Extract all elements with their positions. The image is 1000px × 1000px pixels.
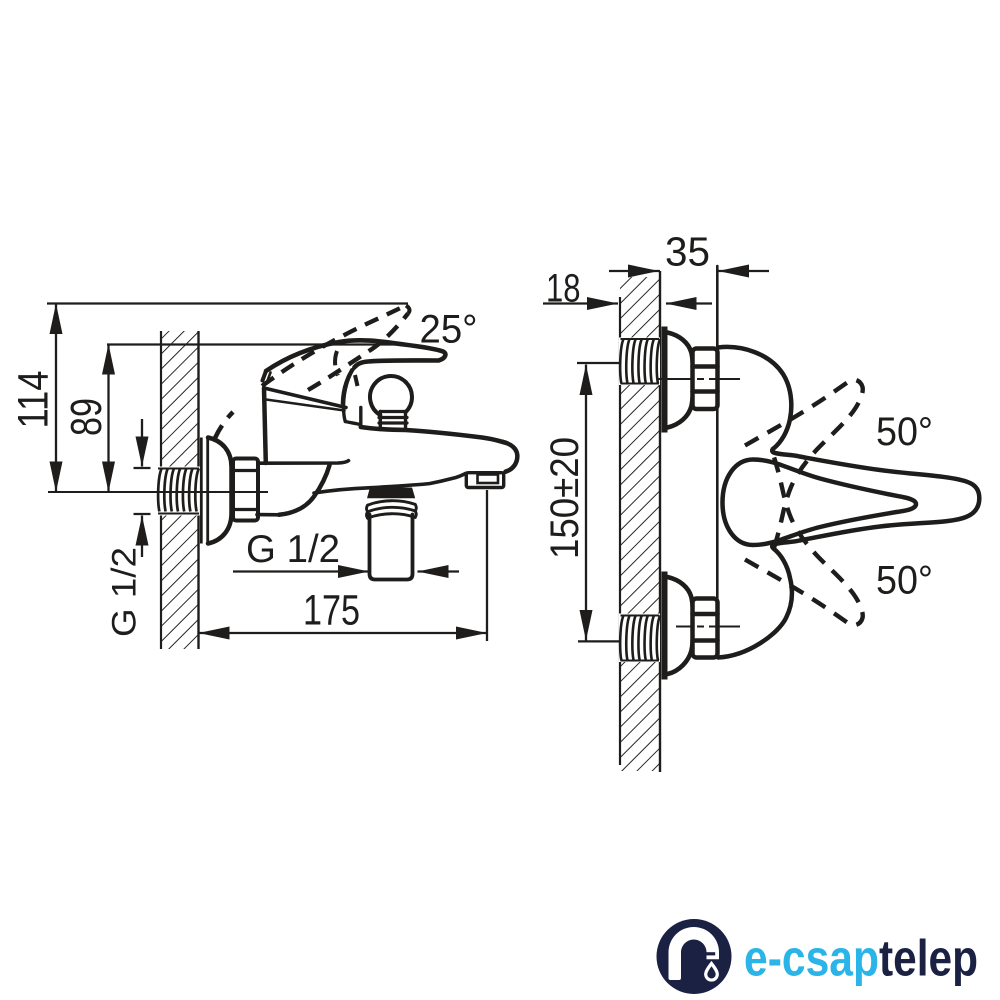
svg-text:114: 114 <box>10 371 58 429</box>
svg-text:18: 18 <box>546 267 581 311</box>
svg-text:35: 35 <box>665 229 710 275</box>
svg-text:25°: 25° <box>420 308 478 352</box>
svg-text:50°: 50° <box>876 559 933 603</box>
svg-text:e-csap: e-csap <box>744 930 879 987</box>
svg-text:89: 89 <box>62 398 111 436</box>
svg-text:150±20: 150±20 <box>543 437 587 559</box>
svg-text:telep: telep <box>879 930 978 987</box>
svg-text:175: 175 <box>303 587 360 635</box>
svg-text:50°: 50° <box>876 410 933 454</box>
svg-text:G 1/2: G 1/2 <box>246 528 340 571</box>
svg-text:G 1/2: G 1/2 <box>106 547 144 637</box>
